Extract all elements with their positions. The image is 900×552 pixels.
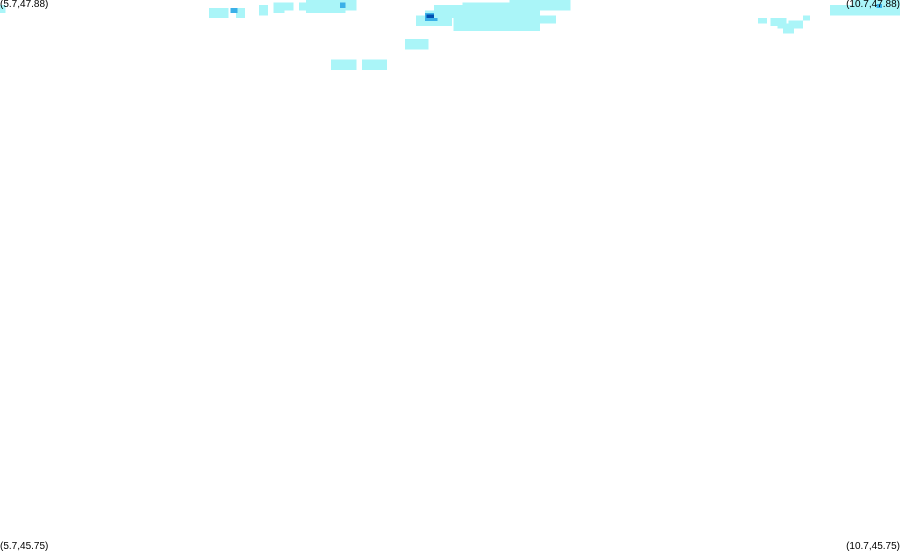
precipitation-cell-light bbox=[347, 0, 355, 6]
precipitation-cell-medium bbox=[230, 7, 238, 13]
precipitation-cell-light bbox=[331, 59, 357, 70]
precipitation-cell-medium bbox=[876, 3, 882, 8]
precipitation-cell-light bbox=[757, 18, 767, 24]
precipitation-cell-light bbox=[829, 5, 900, 16]
precipitation-cell-light bbox=[770, 18, 787, 26]
precipitation-cell-strong bbox=[426, 14, 438, 19]
precipitation-cell-light bbox=[0, 5, 6, 13]
precipitation-cell-medium bbox=[340, 2, 346, 8]
precipitation-cell-light bbox=[802, 15, 810, 21]
precipitation-cell-light bbox=[273, 2, 285, 13]
precipitation-cell-light bbox=[284, 2, 294, 11]
precipitation-cell-light bbox=[777, 23, 798, 29]
precipitation-cell-light bbox=[462, 2, 539, 13]
precipitation-cell-light bbox=[783, 28, 794, 34]
precipitation-cell-light bbox=[453, 10, 540, 32]
precipitation-cell-light bbox=[318, 5, 328, 11]
precipitation-cell-light bbox=[235, 7, 245, 19]
precipitation-cell-light bbox=[439, 18, 450, 24]
precipitation-cell-light bbox=[259, 5, 269, 16]
precipitation-cell-light bbox=[361, 59, 387, 70]
corner-label-bottom-left: (5.7,45.75) bbox=[0, 541, 49, 552]
precipitation-cell-light bbox=[534, 15, 557, 24]
corner-label-top-right: (10.7,47.88) bbox=[846, 0, 900, 10]
precipitation-cell-light bbox=[412, 44, 425, 50]
precipitation-cell-light bbox=[298, 2, 306, 11]
precipitation-cell-light bbox=[327, 5, 333, 11]
corner-label-bottom-right: (10.7,45.75) bbox=[846, 541, 900, 552]
precipitation-cell-light bbox=[208, 7, 229, 19]
corner-label-top-left: (5.7,47.88) bbox=[0, 0, 49, 10]
precipitation-layer bbox=[0, 0, 900, 70]
precipitation-cell-light bbox=[509, 0, 571, 11]
